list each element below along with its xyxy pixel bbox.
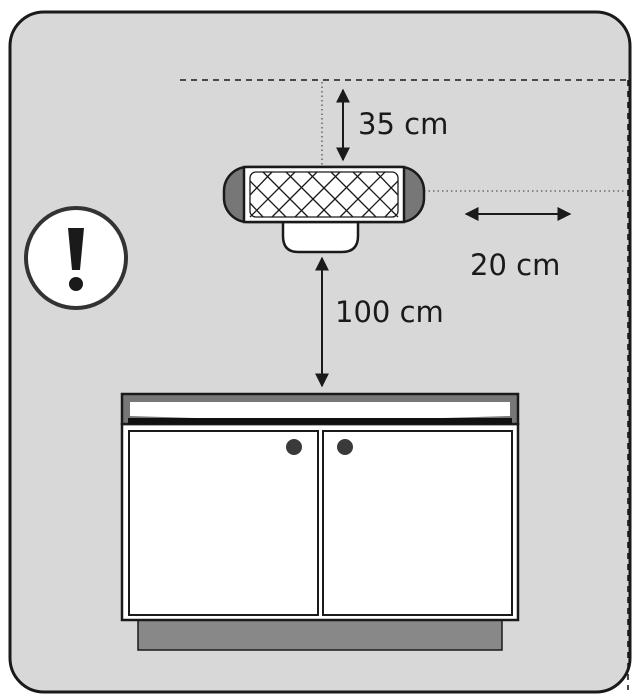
cabinet-icon bbox=[120, 392, 520, 651]
object-clearance-label: 100 cm bbox=[335, 295, 444, 329]
ceiling-clearance-label: 35 cm bbox=[358, 107, 448, 141]
cabinet-knob-left bbox=[286, 439, 302, 455]
cabinet-knob-right bbox=[337, 439, 353, 455]
exclamation-circle-icon bbox=[24, 206, 128, 310]
cabinet-top-edge bbox=[128, 418, 512, 424]
heater-grill bbox=[242, 165, 406, 224]
side-clearance-label: 20 cm bbox=[470, 248, 560, 282]
heater-bracket bbox=[281, 218, 360, 254]
cabinet-base bbox=[137, 619, 503, 651]
heater-icon bbox=[222, 165, 426, 254]
cabinet-door-right bbox=[322, 430, 513, 616]
heater-mesh bbox=[249, 171, 399, 218]
cabinet-door-left bbox=[128, 430, 319, 616]
cabinet-cushion bbox=[130, 402, 510, 420]
